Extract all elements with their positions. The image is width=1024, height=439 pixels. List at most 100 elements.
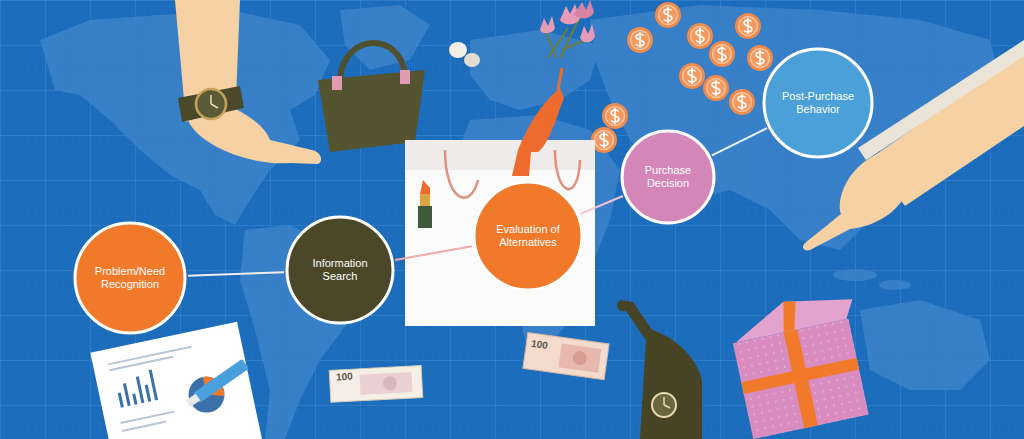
stage-circle: Post-Purchase Behavior (762, 47, 874, 159)
circle-body: Purchase Decision (620, 129, 716, 225)
coins (703, 75, 729, 101)
coins (709, 41, 735, 67)
banknote (523, 333, 609, 380)
coins (602, 103, 628, 129)
document-sheet (137, 377, 143, 403)
connector-line (712, 128, 767, 155)
pearls (449, 42, 480, 67)
pen (186, 394, 200, 407)
circle-fill (75, 223, 185, 333)
document-sheet (124, 383, 129, 405)
document-sheet (90, 322, 262, 439)
pointing-hand (175, 0, 321, 164)
document-sheet (146, 385, 150, 402)
banknote (329, 366, 423, 403)
coins (679, 63, 705, 89)
circle-body: Information Search (285, 215, 395, 325)
coins (747, 45, 773, 71)
pearls (449, 42, 467, 58)
circle-fill (287, 217, 393, 323)
pointing-hand (178, 86, 244, 122)
stage-name: Purchase Decision (632, 164, 704, 190)
tulips (540, 0, 595, 58)
shopping-bag (405, 140, 595, 170)
circle-fill (622, 131, 714, 223)
lipstick (420, 180, 430, 194)
circle-body: Evaluation of Alternatives (472, 180, 584, 292)
shopping-bag (405, 140, 595, 326)
circle-body: Problem/Need Recognition (73, 221, 187, 335)
document-sheet (116, 370, 157, 408)
high-heel (512, 68, 564, 176)
banknote (523, 333, 609, 380)
pointing-hand (803, 155, 905, 250)
handbag (340, 43, 405, 78)
lipstick (418, 180, 432, 228)
circle-fill (474, 182, 582, 290)
document-sheet (122, 422, 166, 431)
banknote (329, 366, 423, 403)
pen (193, 359, 249, 403)
connector-line (395, 246, 472, 260)
stage-name: Post-Purchase Behavior (776, 90, 860, 116)
stage-name: Problem/Need Recognition (87, 265, 173, 291)
document-sheet (150, 370, 156, 400)
pointing-hand (652, 393, 676, 417)
coins (729, 89, 755, 115)
pointing-hand (617, 300, 702, 439)
banknote (572, 350, 588, 366)
tulips (574, 0, 594, 18)
tulips (540, 16, 555, 33)
high-heel (512, 88, 564, 176)
circle-fill (764, 49, 872, 157)
tulips (580, 24, 595, 42)
gift-box (741, 358, 859, 394)
banknote-value: 100 (336, 372, 353, 383)
connector-line (188, 272, 284, 276)
coins (591, 2, 773, 153)
stage-name: Information Search (299, 257, 382, 283)
shopping-bag (445, 150, 478, 198)
circle-body: Post-Purchase Behavior (762, 47, 874, 159)
world-map (879, 280, 911, 290)
gift-box (730, 288, 857, 343)
pointing-hand (196, 89, 226, 119)
stage-circle: Problem/Need Recognition (73, 221, 187, 335)
world-map (833, 269, 877, 281)
document-sheet (119, 393, 122, 408)
shopping-bag (405, 140, 595, 326)
pointing-hand (211, 95, 218, 108)
banknote-value: 100 (530, 339, 548, 351)
coins (687, 23, 713, 49)
pearls (464, 53, 480, 67)
stage-circle: Purchase Decision (620, 129, 716, 225)
handbag (318, 43, 425, 152)
shopping-bag (555, 150, 580, 189)
world-map (860, 300, 990, 390)
high-heel (558, 68, 562, 90)
handbag (332, 76, 342, 90)
pointing-hand (858, 40, 1024, 160)
gift-box (777, 299, 801, 332)
coins (735, 13, 761, 39)
banknote (558, 343, 601, 372)
document-sheet (90, 322, 262, 439)
pointing-hand (617, 300, 702, 439)
handbag (318, 70, 425, 152)
stage-name: Evaluation of Alternatives (486, 223, 570, 249)
pointing-hand (664, 397, 670, 408)
document-sheet (121, 412, 175, 423)
banknote (383, 376, 398, 391)
document-sheet (109, 357, 173, 371)
coins (627, 27, 653, 53)
banknote (359, 372, 412, 395)
coins (655, 2, 681, 28)
handbag (400, 70, 410, 84)
gift-box (727, 288, 877, 439)
connector-line (581, 196, 623, 214)
pen (185, 359, 249, 409)
lipstick (418, 206, 432, 228)
stage-circle: Evaluation of Alternatives (472, 180, 584, 292)
